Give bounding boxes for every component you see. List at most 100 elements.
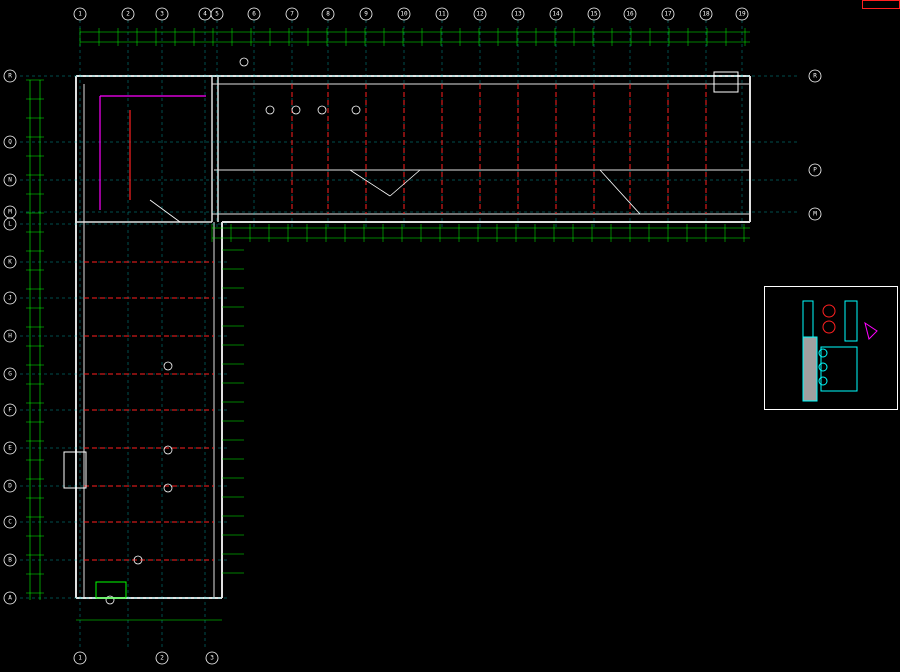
axis-bubble-left <box>3 173 17 187</box>
axis-label-top: 6 <box>252 11 256 18</box>
stair-west <box>63 451 87 489</box>
axis-label-left: D <box>8 483 12 490</box>
axis-label-top: 3 <box>160 11 164 18</box>
fixture-circle-1 <box>239 57 249 67</box>
axis-bubble-left <box>3 69 17 83</box>
entrance-south <box>95 581 127 599</box>
plan-title <box>482 276 506 284</box>
axis-bubble-bottom <box>73 651 87 665</box>
stair-east <box>713 71 739 93</box>
axis-label-left: C <box>8 519 12 526</box>
axis-bubble-left <box>3 515 17 529</box>
axis-bubble-top <box>735 7 749 21</box>
key-plan-north-arrow <box>864 321 878 340</box>
pipe-diagonal-4 <box>149 199 181 223</box>
axis-label-top: 9 <box>364 11 368 18</box>
axis-label-top: 7 <box>290 11 294 18</box>
axis-bubble-top <box>321 7 335 21</box>
axis-bubble-top <box>155 7 169 21</box>
axis-label-top: 15 <box>590 11 598 18</box>
axis-label-left: H <box>8 333 12 340</box>
fixture-circle-5 <box>351 105 361 115</box>
axis-bubble-left <box>3 403 17 417</box>
axis-label-left: M <box>8 209 12 216</box>
axis-bubble-top <box>210 7 224 21</box>
key-plan-block-right <box>820 346 858 392</box>
fixture-circle-10 <box>105 595 115 605</box>
axis-bubble-top <box>699 7 713 21</box>
axis-label-top: 5 <box>215 11 219 18</box>
axis-bubble-top <box>661 7 675 21</box>
axis-label-left: Q <box>8 139 12 146</box>
axis-label-bottom: 3 <box>210 655 214 662</box>
axis-bubble-top <box>511 7 525 21</box>
axis-label-top: 19 <box>738 11 746 18</box>
axis-bubble-right <box>808 207 822 221</box>
axis-bubble-right <box>808 163 822 177</box>
axis-bubble-left <box>3 329 17 343</box>
axis-label-top: 10 <box>400 11 408 18</box>
axis-bubble-top <box>587 7 601 21</box>
axis-label-top: 1 <box>78 11 82 18</box>
axis-label-right: P <box>813 167 817 174</box>
key-plan-circle-4 <box>818 362 828 372</box>
pipe-diagonal-2 <box>389 169 421 197</box>
axis-bubble-top <box>435 7 449 21</box>
fixture-circle-8 <box>163 483 173 493</box>
axis-label-top: 12 <box>476 11 484 18</box>
axis-label-left: F <box>8 407 12 414</box>
key-plan-circle-5 <box>818 376 828 386</box>
axis-bubble-top <box>473 7 487 21</box>
axis-label-left: G <box>8 371 12 378</box>
axis-label-left: B <box>8 557 12 564</box>
axis-label-top: 16 <box>626 11 634 18</box>
axis-bubble-left <box>3 367 17 381</box>
axis-label-left: L <box>8 221 12 228</box>
key-plan-minimap[interactable] <box>764 286 898 410</box>
key-plan-block-top-right <box>844 300 858 342</box>
axis-label-left: J <box>8 295 12 302</box>
fixture-circle-3 <box>291 105 301 115</box>
axis-bubble-top <box>121 7 135 21</box>
axis-label-left: K <box>8 259 12 266</box>
axis-bubble-top <box>285 7 299 21</box>
key-plan-block-upper <box>802 300 814 342</box>
axis-label-top: 13 <box>514 11 522 18</box>
fixture-circle-4 <box>317 105 327 115</box>
axis-label-top: 14 <box>552 11 560 18</box>
axis-bubble-left <box>3 591 17 605</box>
key-plan-circle-2 <box>822 320 836 334</box>
axis-bubble-left <box>3 553 17 567</box>
fixture-circle-7 <box>163 445 173 455</box>
axis-bubble-bottom <box>205 651 219 665</box>
drawing-number-tag <box>862 0 900 9</box>
axis-bubble-top <box>247 7 261 21</box>
axis-label-right: R <box>813 73 817 80</box>
axis-bubble-left <box>3 479 17 493</box>
axis-bubble-left <box>3 135 17 149</box>
axis-bubble-top <box>73 7 87 21</box>
axis-bubble-top <box>549 7 563 21</box>
key-plan-svg <box>802 300 878 402</box>
axis-label-top: 2 <box>126 11 130 18</box>
axis-label-left: N <box>8 177 12 184</box>
axis-bubble-left <box>3 217 17 231</box>
pipe-diagonal-1 <box>349 169 391 197</box>
axis-label-top: 18 <box>702 11 710 18</box>
axis-bubble-bottom <box>155 651 169 665</box>
axis-label-top: 4 <box>203 11 207 18</box>
fixture-circle-6 <box>163 361 173 371</box>
axis-label-right: M <box>813 211 817 218</box>
axis-label-bottom: 1 <box>78 655 82 662</box>
axis-label-bottom: 2 <box>160 655 164 662</box>
pipe-diagonal-3 <box>599 169 641 215</box>
axis-label-top: 8 <box>326 11 330 18</box>
axis-bubble-left <box>3 255 17 269</box>
axis-label-top: 11 <box>438 11 446 18</box>
key-plan-circle-3 <box>818 348 828 358</box>
axis-bubble-top <box>623 7 637 21</box>
axis-bubble-left <box>3 441 17 455</box>
axis-label-left: A <box>8 595 12 602</box>
